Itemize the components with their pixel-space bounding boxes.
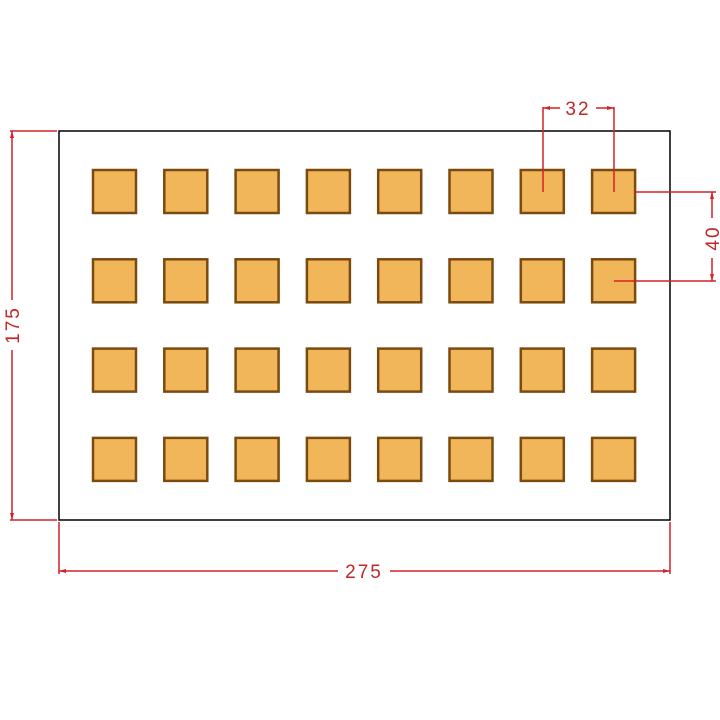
pad — [234, 347, 280, 393]
pad — [91, 347, 138, 393]
dimension-pitch-x: 32 — [542, 99, 615, 192]
pad — [590, 258, 637, 304]
dimension-height: 175 — [3, 130, 57, 521]
dimension-width: 275 — [58, 522, 671, 583]
dimension-pitch-y: 40 — [614, 191, 720, 282]
pad — [163, 436, 209, 483]
pad — [305, 347, 352, 393]
pad — [91, 258, 138, 304]
pad — [376, 436, 423, 483]
pad — [519, 347, 566, 393]
board-outline — [58, 130, 671, 521]
pad — [234, 168, 280, 215]
dimension-label-pitch-x: 32 — [565, 99, 590, 120]
pad — [376, 258, 423, 304]
dimension-label-pitch-y: 40 — [703, 225, 720, 250]
pad — [91, 436, 138, 483]
pad — [448, 436, 494, 483]
pad — [305, 168, 352, 215]
dimension-label-width: 275 — [345, 562, 383, 583]
pad — [234, 258, 280, 304]
pad — [305, 258, 352, 304]
pad — [376, 168, 423, 215]
pad — [163, 258, 209, 304]
pad — [590, 436, 637, 483]
pad-grid — [91, 168, 637, 483]
pad — [234, 436, 280, 483]
pad — [163, 168, 209, 215]
pad — [376, 347, 423, 393]
pad — [448, 168, 494, 215]
pad — [305, 436, 352, 483]
pad — [163, 347, 209, 393]
pad — [448, 347, 494, 393]
pad — [519, 258, 566, 304]
pad — [590, 347, 637, 393]
dimension-label-height: 175 — [3, 306, 24, 344]
pad — [448, 258, 494, 304]
pad — [519, 436, 566, 483]
pad — [91, 168, 138, 215]
